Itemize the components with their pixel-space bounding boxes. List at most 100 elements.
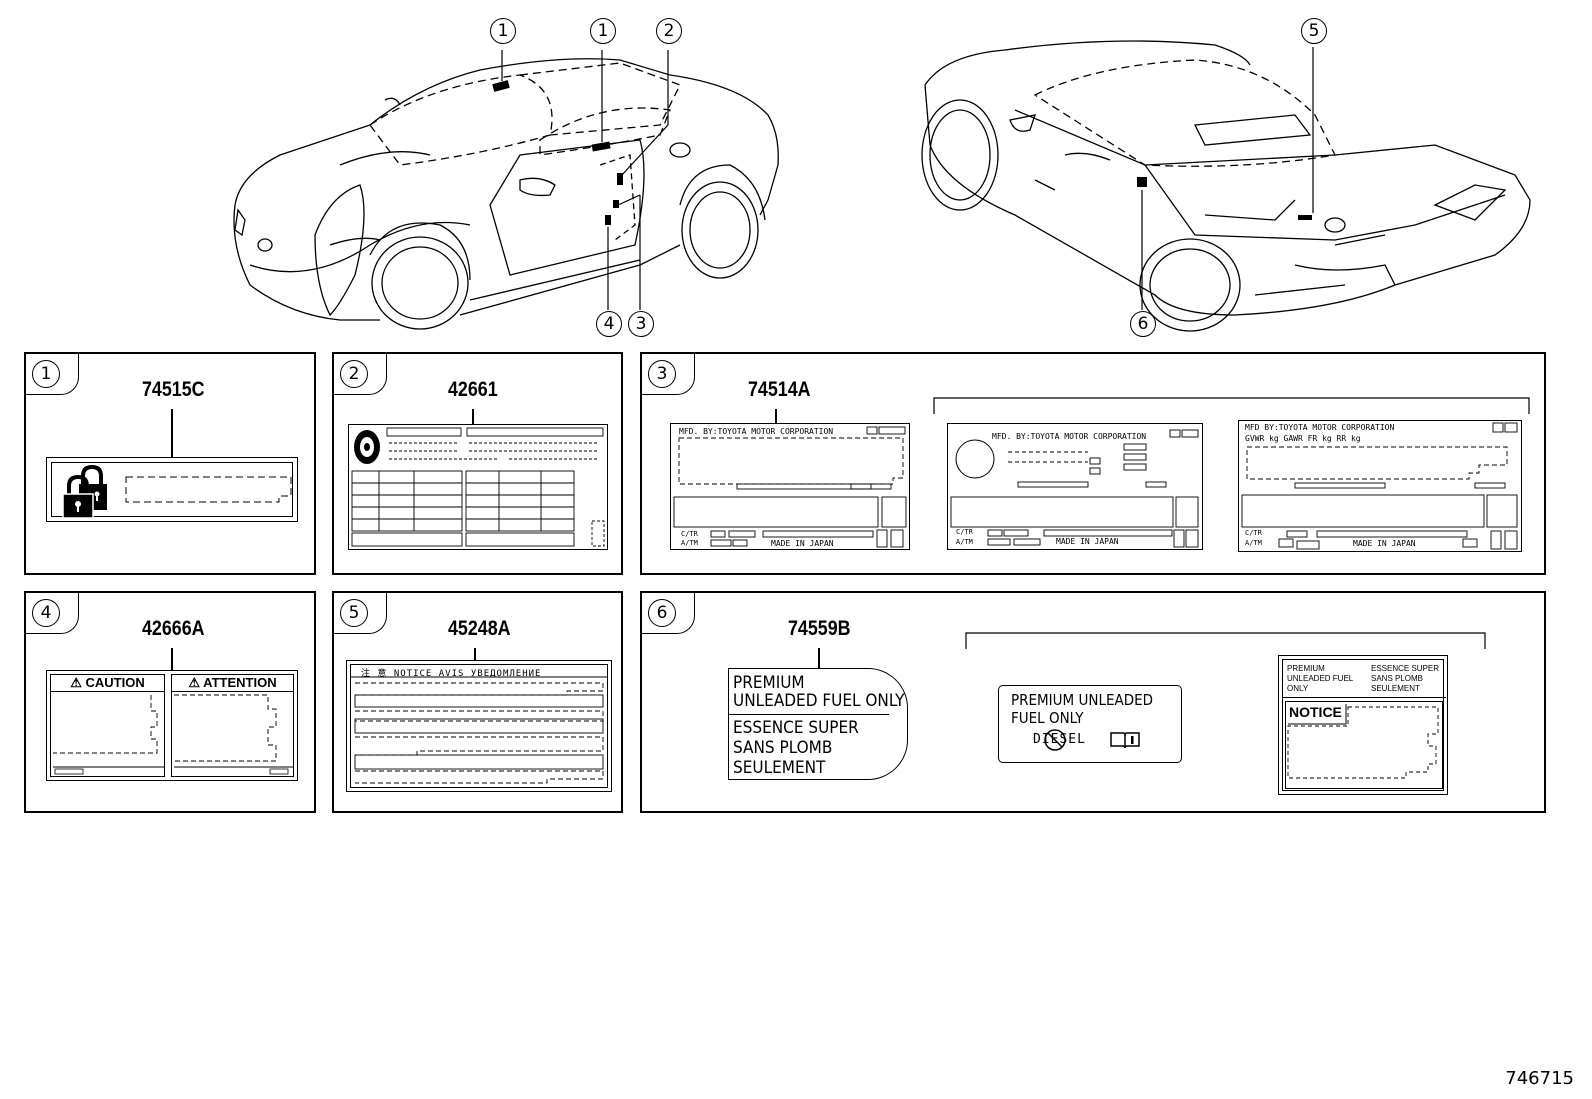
label-5-fields: [350, 676, 608, 784]
notice-header: 注 意 NOTICE AVIS УВЕДОМЛЕНИЕ: [361, 669, 542, 679]
label-ctr: C/TR: [681, 530, 698, 538]
label-fuel-notice: PREMIUM UNLEADED FUEL ONLY ESSENCE SUPER…: [1278, 655, 1448, 795]
panel-1-tab: [26, 354, 79, 395]
caution-body: [53, 695, 164, 775]
variant-bracket: [965, 632, 1486, 649]
label-b-fields: [950, 429, 1199, 548]
fuel-c-en-1: PREMIUM: [1287, 664, 1325, 673]
label-74514A-a: MFD. BY:TOYOTA MOTOR CORPORATION C/TR A/…: [670, 423, 910, 550]
label-weights-text: GVWR kg GAWR FR kg RR kg: [1245, 434, 1361, 443]
panel-2-number: 2: [340, 360, 368, 388]
label-made-in-japan: MADE IN JAPAN: [1056, 537, 1119, 546]
no-diesel-icon: [1044, 729, 1066, 751]
label-mfd-text: MFD. BY:TOYOTA MOTOR CORPORATION: [679, 427, 834, 436]
fuel-c-fr-1: ESSENCE SUPER: [1371, 664, 1440, 673]
front-car-illustration: [233, 50, 779, 330]
label-74514A-b: MFD. BY:TOYOTA MOTOR CORPORATION C/TR A/…: [947, 423, 1203, 550]
panel-3: 3 74514A MFD. BY:TOYOTA MOTOR CORPORATIO…: [640, 352, 1546, 575]
leader-line: [171, 409, 173, 457]
label-mfd-text: MFD BY:TOYOTA MOTOR CORPORATION: [1245, 423, 1395, 432]
panel-1: 1 74515C: [24, 352, 316, 575]
fuel-c-en-2: UNLEADED FUEL: [1287, 674, 1354, 683]
lock-icon: [62, 464, 107, 519]
caution-section: ⚠ CAUTION: [50, 674, 165, 777]
notice-body: [1287, 704, 1439, 779]
blank-text-area: [125, 476, 292, 503]
label-inner-border: [350, 664, 608, 788]
panel-2-part-number: 42661: [448, 378, 498, 401]
fuel-divider: [729, 714, 889, 715]
callout-2: 2: [656, 18, 682, 44]
fuel-text-en-2: UNLEADED FUEL ONLY: [733, 691, 905, 711]
panel-5-tab: [334, 593, 387, 634]
panel-3-part-number: 74514A: [748, 378, 811, 401]
leader-line: [472, 409, 474, 424]
label-mfd-text: MFD. BY:TOYOTA MOTOR CORPORATION: [992, 432, 1147, 441]
panel-2: 2 42661: [332, 352, 623, 575]
notice-title: NOTICE: [1289, 704, 1342, 720]
label-c-fields: [1241, 422, 1518, 550]
panel-4-part-number: 42666A: [142, 617, 205, 640]
variant-bracket: [933, 397, 1530, 414]
label-74514A-c: MFD BY:TOYOTA MOTOR CORPORATION GVWR kg …: [1238, 420, 1522, 552]
tire-icon: [354, 430, 380, 464]
panel-1-part-number: 74515C: [142, 378, 205, 401]
label-ctr: C/TR: [956, 528, 973, 536]
manual-book-icon: [1110, 732, 1140, 749]
panel-5-part-number: 45248A: [448, 617, 511, 640]
panel-4-number: 4: [32, 599, 60, 627]
panel-1-number: 1: [32, 360, 60, 388]
fuel-b-line1: PREMIUM UNLEADED: [1011, 691, 1154, 709]
notice-box: NOTICE: [1285, 701, 1443, 789]
round-seal-area: [955, 439, 995, 479]
label-fuel-diesel: PREMIUM UNLEADED FUEL ONLY DIESEL: [998, 685, 1182, 763]
label-inner-border: [1282, 659, 1444, 791]
callout-6: 6: [1130, 311, 1156, 337]
label-a-fields: [673, 426, 907, 548]
panel-5-number: 5: [340, 599, 368, 627]
panel-6: 6 74559B PREMIUM UNLEADED FUEL ONLY ESSE…: [640, 591, 1546, 813]
panel-4: 4 42666A ⚠ CAUTION ⚠ ATTENTION: [24, 591, 316, 813]
label-74559B-fuel: PREMIUM UNLEADED FUEL ONLY ESSENCE SUPER…: [728, 668, 908, 780]
leader-line: [775, 409, 777, 423]
attention-header: ⚠ ATTENTION: [172, 675, 293, 692]
fuel-c-en-3: ONLY: [1287, 684, 1309, 693]
label-74515C: [46, 457, 298, 522]
fuel-text-en-1: PREMIUM: [733, 673, 805, 693]
panel-6-tab: [642, 593, 695, 634]
label-ctr: C/TR: [1245, 529, 1262, 537]
callout-1b: 1: [590, 18, 616, 44]
panel-6-part-number: 74559B: [788, 617, 851, 640]
rear-car-illustration: [921, 40, 1531, 332]
fuel-text-fr-3: SEULEMENT: [733, 758, 826, 778]
leader-line: [171, 648, 173, 670]
panel-5: 5 45248A 注 意 NOTICE AVIS УВЕДОМЛЕНИЕ: [332, 591, 623, 813]
panel-2-tab: [334, 354, 387, 395]
leader-line: [474, 648, 476, 660]
callout-5: 5: [1301, 18, 1327, 44]
diagram-id: 746715: [1505, 1068, 1574, 1089]
caution-header: ⚠ CAUTION: [51, 675, 164, 692]
label-atm: A/TM: [1245, 539, 1262, 547]
fuel-text-fr-2: SANS PLOMB: [733, 738, 833, 758]
panel-4-tab: [26, 593, 79, 634]
leader-line: [818, 648, 820, 668]
label-atm: A/TM: [681, 539, 698, 547]
callout-4: 4: [596, 311, 622, 337]
fuel-b-line2: FUEL ONLY: [1011, 709, 1084, 727]
fuel-c-fr-2: SANS PLOMB: [1371, 674, 1424, 683]
callout-1a: 1: [490, 18, 516, 44]
tire-info-table: [351, 427, 605, 547]
label-42661: [348, 424, 608, 550]
label-atm: A/TM: [956, 538, 973, 546]
label-42666A: ⚠ CAUTION ⚠ ATTENTION: [46, 670, 298, 781]
label-made-in-japan: MADE IN JAPAN: [1353, 539, 1416, 548]
notice-divider: [1282, 697, 1446, 698]
fuel-text-fr-1: ESSENCE SUPER: [733, 718, 859, 738]
panel-3-tab: [642, 354, 695, 395]
panel-6-number: 6: [648, 599, 676, 627]
label-inner-border: [51, 462, 293, 517]
attention-body: [174, 694, 293, 775]
panel-3-number: 3: [648, 360, 676, 388]
